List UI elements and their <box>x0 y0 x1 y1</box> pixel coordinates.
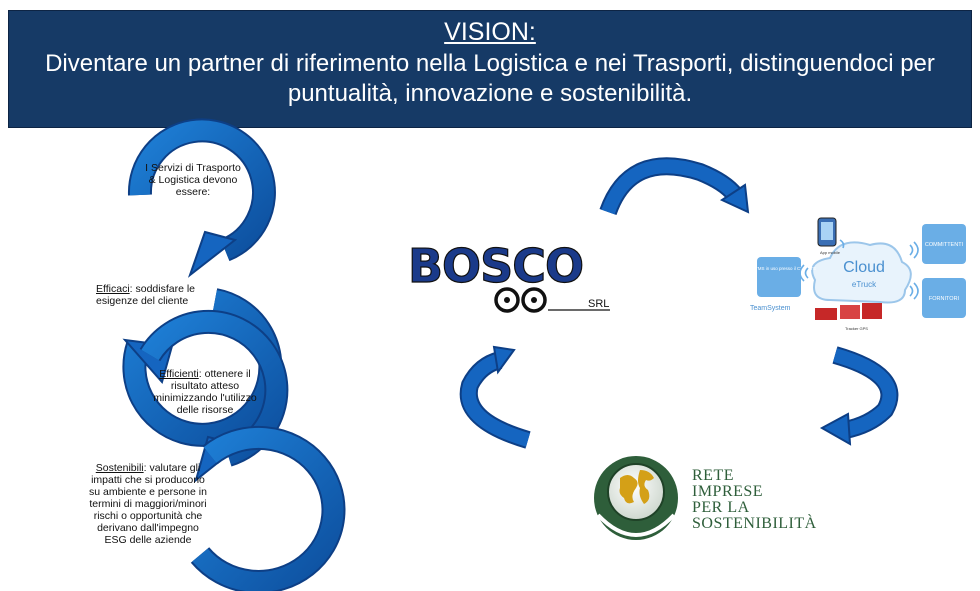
signal-icons <box>799 239 919 300</box>
vision-title: VISION: <box>444 18 536 46</box>
step-intro: I Servizi di Trasporto & Logistica devon… <box>143 162 243 198</box>
cloud-main: Cloud <box>843 259 885 276</box>
step-efficienti-label: Efficienti <box>159 368 199 380</box>
step-efficienti-text: : ottenere il risultato atteso minimizza… <box>153 368 257 416</box>
step-sostenibili-label: Sostenibili <box>95 462 144 474</box>
committenti-label: COMMITTENTI <box>925 242 964 248</box>
step-sostenibili: Sostenibili: valutare gli impatti che si… <box>88 462 208 546</box>
erp-label: ERP - TMS in uso presso il CLIENTE <box>742 266 816 271</box>
teamsystem-label: TeamSystem <box>750 305 791 312</box>
vision-statement: Diventare un partner di riferimento nell… <box>45 50 935 107</box>
cloud-sub: eTruck <box>852 280 877 289</box>
fornitori-label: FORNITORI <box>929 296 960 302</box>
step-intro-text: I Servizi di Trasporto & Logistica devon… <box>145 162 241 198</box>
step-efficaci-text: : soddisfare le esigenze del cliente <box>96 283 196 307</box>
step-efficaci: Efficaci: soddisfare le esigenze del cli… <box>96 283 216 307</box>
bosco-logo: BOSCO SRL <box>407 238 610 313</box>
rete-line4: SOSTENIBILITÀ <box>692 513 817 532</box>
rete-line1: RETE <box>692 467 734 484</box>
committenti-box <box>922 224 966 264</box>
cloud-illustration: Cloud eTruck ERP - TMS in uso presso il … <box>742 217 966 331</box>
bosco-name: BOSCO <box>408 239 583 293</box>
cloud-icon <box>811 241 912 304</box>
cycle-arrow-right <box>819 346 899 446</box>
spiral-ring-1 <box>127 118 276 278</box>
tracker-label: Tracker GPS <box>845 326 868 331</box>
vision-banner: VISION: Diventare un partner di riferime… <box>8 10 972 128</box>
spiral-ring-4 <box>190 425 346 591</box>
rete-line2: IMPRESE <box>692 483 763 500</box>
cycle-arrow-left <box>459 345 531 449</box>
step-efficienti: Efficienti: ottenere il risultato atteso… <box>146 368 264 416</box>
erp-box <box>757 257 801 297</box>
fornitori-box <box>922 278 966 318</box>
bosco-suffix: SRL <box>588 298 609 310</box>
cycle-arrow-top <box>599 157 750 216</box>
step-sostenibili-text: : valutare gli impatti che si producono … <box>89 462 207 546</box>
truck-icon <box>815 308 837 320</box>
app-label: App mobile <box>820 250 841 255</box>
rete-logo: RETE IMPRESE PER LA SOSTENIBILITÀ <box>594 456 817 540</box>
step-efficaci-label: Efficaci <box>96 283 130 295</box>
rete-line3: PER LA <box>692 499 750 516</box>
